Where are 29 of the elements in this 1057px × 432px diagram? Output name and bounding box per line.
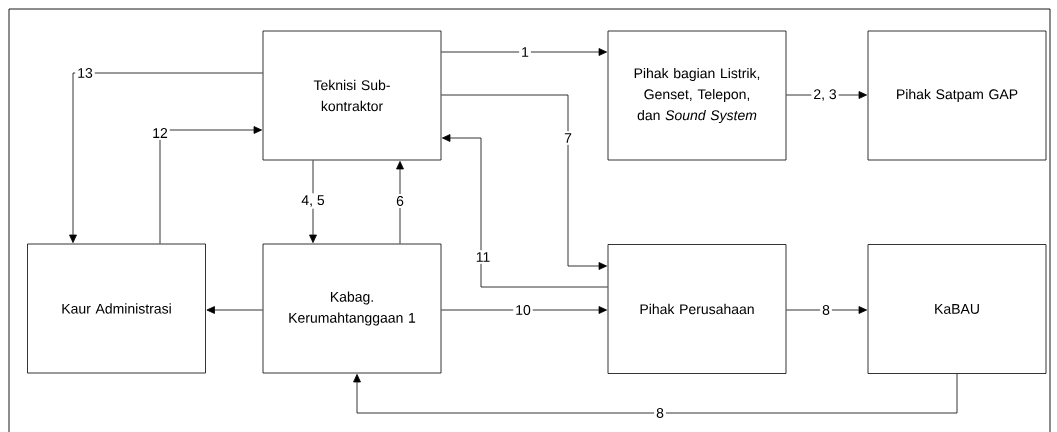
process-box: Pihak Satpam GAP xyxy=(867,30,1047,161)
arrow xyxy=(786,306,867,314)
process-box: KaBAU xyxy=(867,244,1047,374)
arrow xyxy=(441,94,607,270)
process-box: Kabag. Kerumahtanggaan 1 xyxy=(262,243,442,374)
edge-label: 10 xyxy=(513,303,533,317)
arrow xyxy=(159,126,262,244)
arrow xyxy=(309,160,317,243)
edge-label: 4, 5 xyxy=(299,193,327,209)
edge-label: 11 xyxy=(473,250,493,264)
edge-label: 13 xyxy=(75,66,95,80)
edge-label: 2, 3 xyxy=(811,87,839,103)
edge-label: 6 xyxy=(394,194,406,208)
edge-label: 12 xyxy=(150,126,170,140)
arrow xyxy=(206,306,263,314)
edge-label: 8 xyxy=(654,406,666,420)
process-box: Pihak bagian Listrik, Genset, Telepon, dan Sound System xyxy=(607,30,787,161)
edge-label: 8 xyxy=(820,303,832,317)
edge-label: 1 xyxy=(519,45,531,59)
process-box: Pihak Perusahaan xyxy=(607,244,787,374)
process-box: Teknisi Sub-kontraktor xyxy=(262,30,442,161)
arrow xyxy=(353,373,958,414)
edge-label: 7 xyxy=(562,131,574,145)
arrow xyxy=(441,306,607,314)
arrow xyxy=(69,72,263,243)
arrow xyxy=(442,134,608,288)
process-box: Kaur Administrasi xyxy=(27,243,206,374)
arrow xyxy=(396,161,404,244)
arrow xyxy=(441,48,607,56)
